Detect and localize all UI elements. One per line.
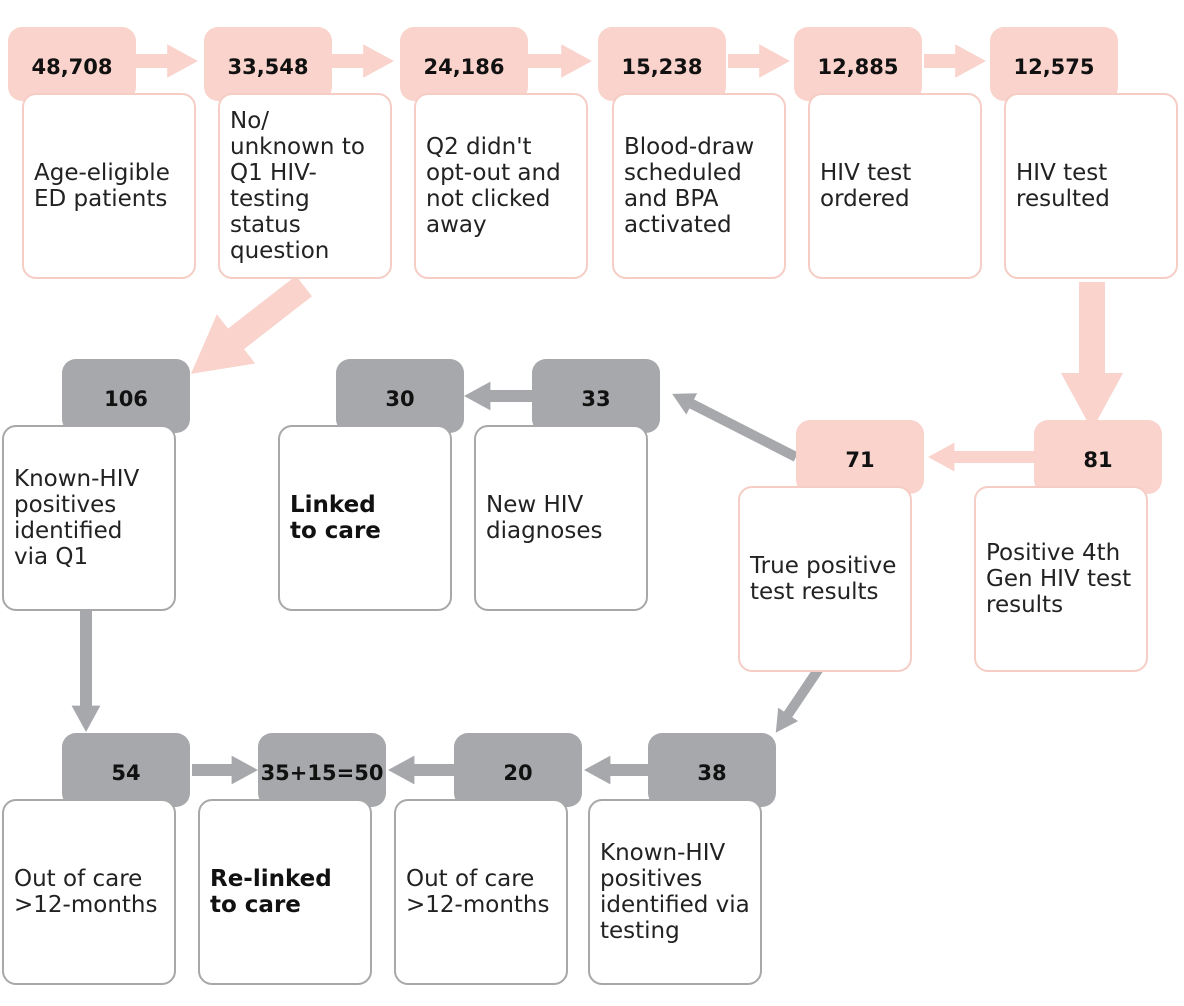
count-badge: 12,885 xyxy=(794,27,922,101)
step-label: Re-linked to care xyxy=(210,866,332,918)
step-label: Known-HIV positives identified via testi… xyxy=(600,840,750,944)
step-label-box: Positive 4th Gen HIV test results xyxy=(974,486,1148,672)
arrow-33548-to-106 xyxy=(190,275,312,374)
count-badge: 106 xyxy=(62,359,190,433)
arrow-71-to-33 xyxy=(672,393,799,462)
step-label: True positive test results xyxy=(750,553,897,605)
step-label-box: Q2 didn't opt-out and not clicked away xyxy=(414,93,588,279)
step-label-box: HIV test resulted xyxy=(1004,93,1178,279)
step-label-box: True positive test results xyxy=(738,486,912,672)
count-badge: 24,186 xyxy=(400,27,528,101)
count-badge: 48,708 xyxy=(8,27,136,101)
step-label: Out of care >12-months xyxy=(406,866,550,918)
count-badge: 33,548 xyxy=(204,27,332,101)
count-badge: 30 xyxy=(336,359,464,433)
step-label: No/ unknown to Q1 HIV- testing status qu… xyxy=(230,108,365,264)
step-label: HIV test ordered xyxy=(820,160,912,212)
step-label-box: HIV test ordered xyxy=(808,93,982,279)
step-label-box: Out of care >12-months xyxy=(394,799,568,985)
step-label: HIV test resulted xyxy=(1016,160,1110,212)
step-label: Positive 4th Gen HIV test results xyxy=(986,540,1132,618)
step-label-box: Age-eligible ED patients xyxy=(22,93,196,279)
count-badge: 20 xyxy=(454,733,582,807)
count-badge: 15,238 xyxy=(598,27,726,101)
step-label: Linked to care xyxy=(290,492,381,544)
step-label: Age-eligible ED patients xyxy=(34,160,170,212)
step-label-box: No/ unknown to Q1 HIV- testing status qu… xyxy=(218,93,392,279)
count-badge: 33 xyxy=(532,359,660,433)
step-label-box: Known-HIV positives identified via Q1 xyxy=(2,425,176,611)
arrow-71-to-38 xyxy=(775,661,827,733)
count-badge: 35+15=50 xyxy=(258,733,386,807)
count-badge: 71 xyxy=(796,420,924,494)
step-label-box: Linked to care xyxy=(278,425,452,611)
step-label: Q2 didn't opt-out and not clicked away xyxy=(426,134,561,238)
step-label-box: Re-linked to care xyxy=(198,799,372,985)
count-badge: 54 xyxy=(62,733,190,807)
step-label: New HIV diagnoses xyxy=(486,492,603,544)
step-label-box: Blood-draw scheduled and BPA activated xyxy=(612,93,786,279)
step-label-box: New HIV diagnoses xyxy=(474,425,648,611)
step-label-box: Known-HIV positives identified via testi… xyxy=(588,799,762,985)
count-badge: 12,575 xyxy=(990,27,1118,101)
count-badge: 81 xyxy=(1034,420,1162,494)
step-label: Blood-draw scheduled and BPA activated xyxy=(624,134,755,238)
count-badge: 38 xyxy=(648,733,776,807)
step-label: Known-HIV positives identified via Q1 xyxy=(14,466,140,570)
step-label-box: Out of care >12-months xyxy=(2,799,176,985)
step-label: Out of care >12-months xyxy=(14,866,158,918)
